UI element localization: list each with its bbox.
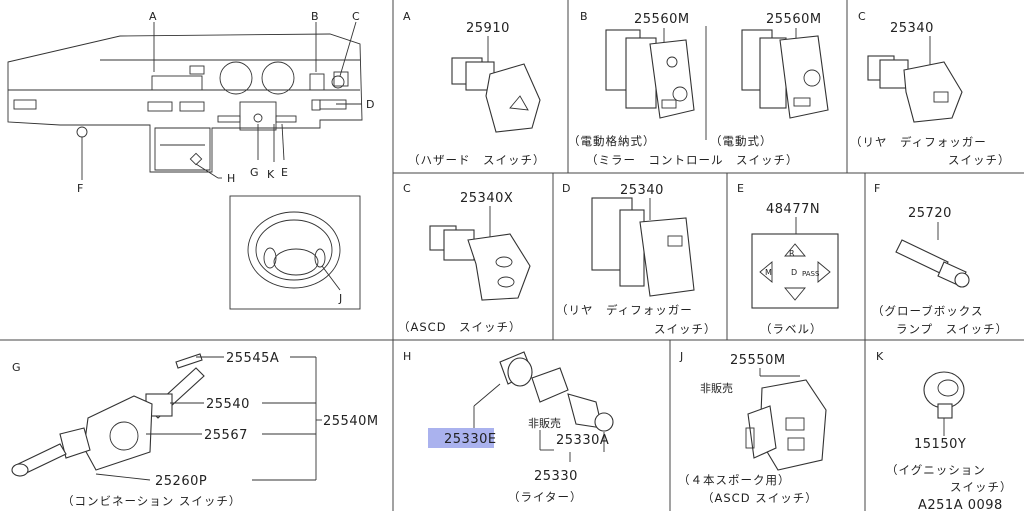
panel-j-note: 非販売 xyxy=(700,382,733,395)
panel-b-caption: （ミラー コントロール スイッチ） xyxy=(586,153,799,167)
panel-c2-part: 25340X xyxy=(460,191,513,206)
panel-g-letter: G xyxy=(12,361,21,374)
panel-h-part-25330: 25330 xyxy=(534,469,578,484)
panel-j-caption-2: （ASCD スイッチ） xyxy=(702,491,818,505)
mirror-switch-folding-icon xyxy=(605,29,695,119)
dash-label-e: E xyxy=(281,166,288,179)
panel-k-caption-2: スイッチ） xyxy=(950,480,1013,494)
panel-k-part: 15150Y xyxy=(914,437,966,452)
panel-c1-caption-2: スイッチ） xyxy=(948,153,1011,167)
panel-b-letter: B xyxy=(580,10,588,23)
panel-d-letter: D xyxy=(562,182,570,195)
panel-g-part-25540m: 25540M xyxy=(323,414,379,429)
rear-defogger-switch-icon xyxy=(867,55,963,123)
panel-e-caption: （ラベル） xyxy=(760,322,823,336)
panel-c1-caption-1: （リヤ ディフォッガー xyxy=(850,135,987,149)
panel-b: B 25560M 25560M （電動格納式） （電動式） （ミラー コントロー… xyxy=(568,10,829,167)
steering-wheel-inset xyxy=(229,195,361,310)
panel-e-part: 48477N xyxy=(766,202,820,217)
panel-c2-letter: C xyxy=(403,182,411,195)
panel-h-letter: H xyxy=(403,350,411,363)
panel-a-part-25910: 25910 xyxy=(466,21,510,36)
mirror-switch-electric-icon xyxy=(741,29,829,119)
panel-k-caption-1: （イグニッション xyxy=(886,463,986,477)
dash-label-d: D xyxy=(366,98,374,111)
glovebox-lamp-switch-icon xyxy=(895,239,970,288)
label-glyph-r: R xyxy=(789,249,795,258)
panel-a-letter: A xyxy=(403,10,411,23)
dash-label-b: B xyxy=(311,10,319,23)
dash-label-c: C xyxy=(352,10,360,23)
dash-label-j: J xyxy=(338,292,342,305)
label-glyph-m: M xyxy=(765,268,772,277)
panel-j-part: 25550M xyxy=(730,353,786,368)
panel-b-part-2: 25560M xyxy=(766,12,822,27)
panel-b-subcaption-2: （電動式） xyxy=(710,134,773,148)
panel-j: J 25550M 非販売 （４本スポーク用） （ASCD スイッチ） xyxy=(678,350,827,505)
panel-d: D 25340 （リヤ ディフォッガー スイッチ） xyxy=(556,182,717,336)
label-sticker-icon: R M D PASS xyxy=(751,233,839,309)
diagram-code: A251A 0098 xyxy=(918,498,1003,511)
panel-h-part-25330a: 25330A xyxy=(556,433,609,448)
label-glyph-d: D xyxy=(791,268,797,277)
ignition-switch-icon xyxy=(923,371,965,419)
dash-label-k: K xyxy=(267,168,275,181)
panel-c2-caption: （ASCD スイッチ） xyxy=(398,320,522,334)
panel-h-note: 非販売 xyxy=(528,417,561,430)
panel-d-caption-2: スイッチ） xyxy=(654,322,717,336)
hazard-switch-icon xyxy=(451,57,541,133)
panel-e: E 48477N R M D PASS （ラベル） xyxy=(737,182,839,336)
dash-label-g: G xyxy=(250,166,259,179)
panel-g-part-25260p: 25260P xyxy=(155,474,207,489)
panel-g-part-25567: 25567 xyxy=(204,428,248,443)
panel-g-caption: （コンビネーション スイッチ） xyxy=(62,494,241,508)
cigarette-lighter-icon xyxy=(499,351,614,432)
panel-c-mid: C 25340X （ASCD スイッチ） xyxy=(398,182,531,334)
highlight-25330e xyxy=(428,428,494,448)
panel-f-caption-2: ランプ スイッチ） xyxy=(896,322,1008,336)
panel-b-part-1: 25560M xyxy=(634,12,690,27)
dash-label-h: H xyxy=(227,172,235,185)
panel-c-top: C 25340 （リヤ ディフォッガー スイッチ） xyxy=(850,10,1011,167)
panel-g-part-25540: 25540 xyxy=(206,397,250,412)
panel-j-caption-1: （４本スポーク用） xyxy=(678,473,791,487)
panel-h-caption: （ライター） xyxy=(508,490,583,504)
panel-e-letter: E xyxy=(737,182,744,195)
rear-defogger-switch-d-icon xyxy=(591,197,695,297)
panel-a-caption: （ハザード スイッチ） xyxy=(408,153,546,167)
panel-f-part: 25720 xyxy=(908,206,952,221)
panel-g-part-25545a: 25545A xyxy=(226,351,279,366)
dash-label-a: A xyxy=(149,10,157,23)
dash-label-f: F xyxy=(77,182,83,195)
steering-ascd-switch-icon xyxy=(745,379,827,471)
panel-f: F 25720 （グローブボックス ランプ スイッチ） xyxy=(872,182,1008,336)
panel-d-caption-1: （リヤ ディフォッガー xyxy=(556,303,693,317)
combination-switch-icon xyxy=(11,353,205,477)
panel-a: A 25910 （ハザード スイッチ） xyxy=(403,10,546,167)
dashboard-overview: A B C D E F G H J K xyxy=(7,10,374,310)
panel-j-letter: J xyxy=(679,350,683,363)
panel-h-part-25330e: 25330E xyxy=(444,432,497,447)
label-glyph-pass: PASS xyxy=(802,270,820,278)
panel-h: H 25330E 非販売 25330A 25330 （ライター） xyxy=(403,350,614,504)
ascd-switch-icon xyxy=(429,225,531,301)
panel-c1-letter: C xyxy=(858,10,866,23)
panel-k-letter: K xyxy=(876,350,884,363)
panel-f-letter: F xyxy=(874,182,880,195)
panel-d-part: 25340 xyxy=(620,183,664,198)
panel-f-caption-1: （グローブボックス xyxy=(872,304,983,318)
panel-k: K 15150Y （イグニッション スイッチ） A251A 0098 xyxy=(876,350,1013,511)
panel-b-subcaption-1: （電動格納式） xyxy=(568,134,656,148)
panel-g: G 25545A 25540 25567 25260P 25540M （コンビネ… xyxy=(11,351,379,508)
panel-c1-part: 25340 xyxy=(890,21,934,36)
